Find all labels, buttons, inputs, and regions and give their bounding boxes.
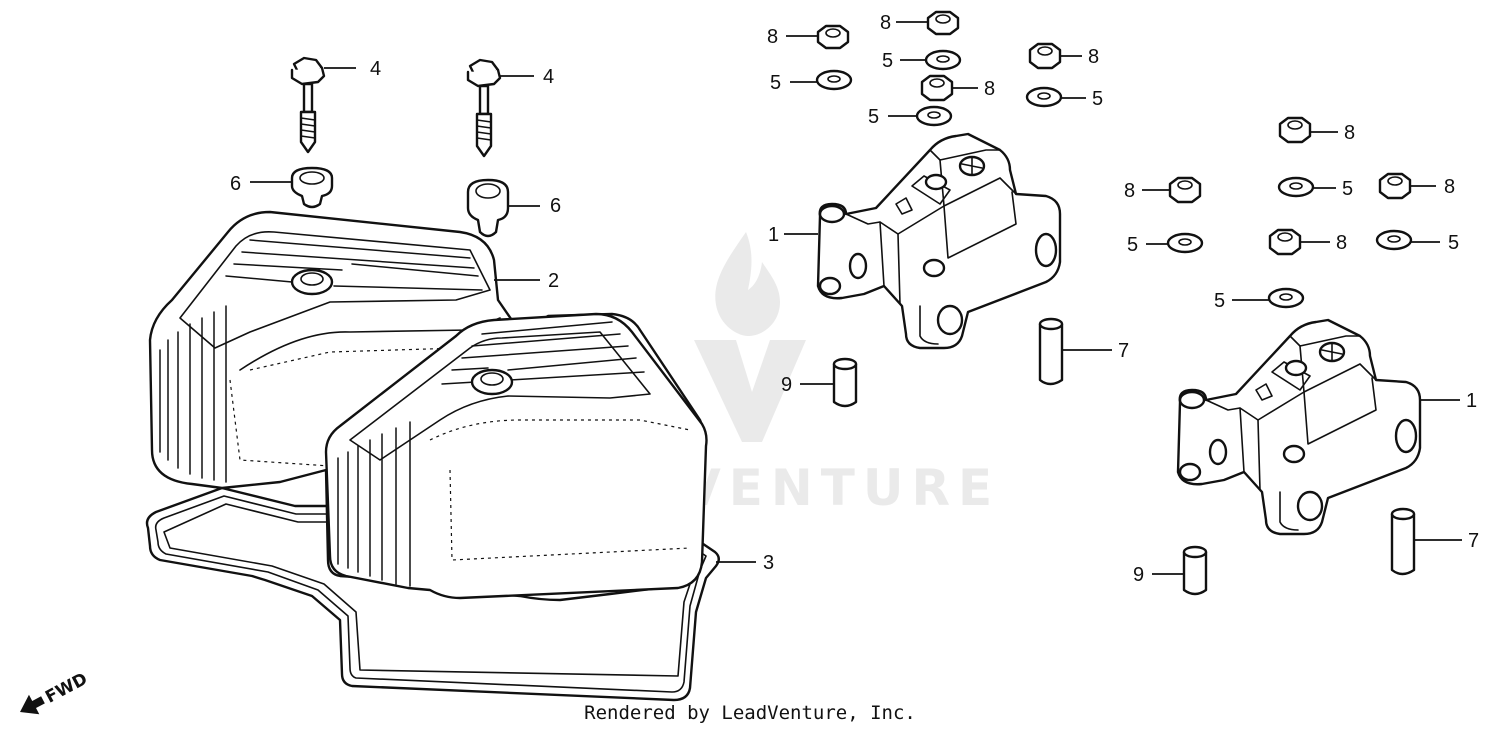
part-nut-6 — [1168, 176, 1202, 204]
callout-8-c: 8 — [1088, 46, 1099, 68]
callout-1-upper: 1 — [768, 224, 779, 246]
part-washer-2 — [924, 49, 962, 71]
callout-2: 2 — [548, 270, 559, 292]
part-nut-1 — [816, 24, 850, 50]
part-nut-4 — [920, 74, 954, 102]
part-rocker-arm-holder-lower — [1176, 318, 1422, 536]
callout-6-right: 6 — [550, 195, 561, 217]
part-dowel-pin-7-upper — [1038, 317, 1064, 386]
callout-5-a: 5 — [770, 72, 781, 94]
callout-8-g: 8 — [1444, 176, 1455, 198]
part-dowel-pin-9-upper — [832, 357, 858, 408]
part-nut-3 — [1028, 42, 1062, 70]
callout-3: 3 — [763, 552, 774, 574]
callout-5-e: 5 — [1342, 178, 1353, 200]
callout-7-upper: 7 — [1118, 340, 1129, 362]
callout-5-f: 5 — [1127, 234, 1138, 256]
callout-8-b: 8 — [880, 12, 891, 34]
part-washer-6 — [1166, 232, 1204, 254]
part-nut-8 — [1268, 228, 1302, 256]
part-dowel-pin-7-lower — [1390, 507, 1416, 576]
callout-5-c: 5 — [1092, 88, 1103, 110]
callout-4-left: 4 — [370, 58, 381, 80]
footer-credit: Rendered by LeadVenture, Inc. — [584, 702, 916, 724]
callout-6-left: 6 — [230, 173, 241, 195]
part-washer-3 — [1025, 86, 1063, 108]
callout-4-right: 4 — [543, 66, 554, 88]
callout-8-f: 8 — [1124, 180, 1135, 202]
leader-lines — [250, 21, 1462, 575]
part-dowel-pin-9-lower — [1182, 545, 1208, 596]
callout-8-h: 8 — [1336, 232, 1347, 254]
part-rocker-arm-holder-upper — [816, 132, 1062, 350]
callout-8-a: 8 — [767, 26, 778, 48]
part-cylinder-head-cover — [148, 210, 708, 602]
callout-5-d: 5 — [868, 106, 879, 128]
callout-9-lower: 9 — [1133, 564, 1144, 586]
callout-labels: 4 4 6 6 2 3 1 1 7 7 9 9 8 8 8 8 8 8 8 8 … — [230, 12, 1479, 586]
callout-1-lower: 1 — [1466, 390, 1477, 412]
callout-5-b: 5 — [882, 50, 893, 72]
callout-8-e: 8 — [1344, 122, 1355, 144]
arrow-left-icon — [20, 694, 45, 715]
flame-icon — [715, 232, 780, 336]
part-nut-5 — [1278, 116, 1312, 144]
part-nut-7 — [1378, 172, 1412, 200]
part-grommet-right — [466, 178, 510, 238]
callout-9-upper: 9 — [781, 374, 792, 396]
v-chevron-icon — [694, 340, 806, 442]
part-washer-1 — [815, 69, 853, 91]
part-washer-5 — [1277, 176, 1315, 198]
part-grommet-left — [290, 166, 334, 209]
part-nut-2 — [926, 10, 960, 36]
callout-5-h: 5 — [1214, 290, 1225, 312]
part-washer-7 — [1375, 229, 1413, 251]
part-washer-4 — [915, 105, 953, 127]
callout-8-d: 8 — [984, 78, 995, 100]
callout-5-g: 5 — [1448, 232, 1459, 254]
callout-7-lower: 7 — [1468, 530, 1479, 552]
part-washer-8 — [1267, 287, 1305, 309]
part-bolt-right — [466, 58, 502, 158]
part-bolt-left — [290, 56, 326, 154]
